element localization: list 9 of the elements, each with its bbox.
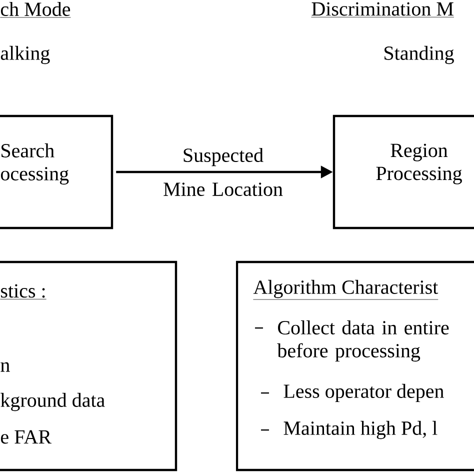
mode-label: ch Mode bbox=[0, 2, 71, 18]
process-box: Region Processing bbox=[332, 114, 474, 230]
mode-label: Standing bbox=[384, 46, 454, 64]
process-box: Search ocessing bbox=[0, 114, 114, 230]
mode-label: alking bbox=[0, 46, 50, 64]
text-box: stics : n kground data e FAR bbox=[0, 260, 178, 472]
edge-label: Suspected Mine Location bbox=[164, 148, 283, 196]
text-box: Algorithm Characterist Collect data in entire before processing Less operator depen Maintain high Pd, l bbox=[236, 260, 474, 472]
mode-label: Discrimination M bbox=[311, 2, 454, 18]
